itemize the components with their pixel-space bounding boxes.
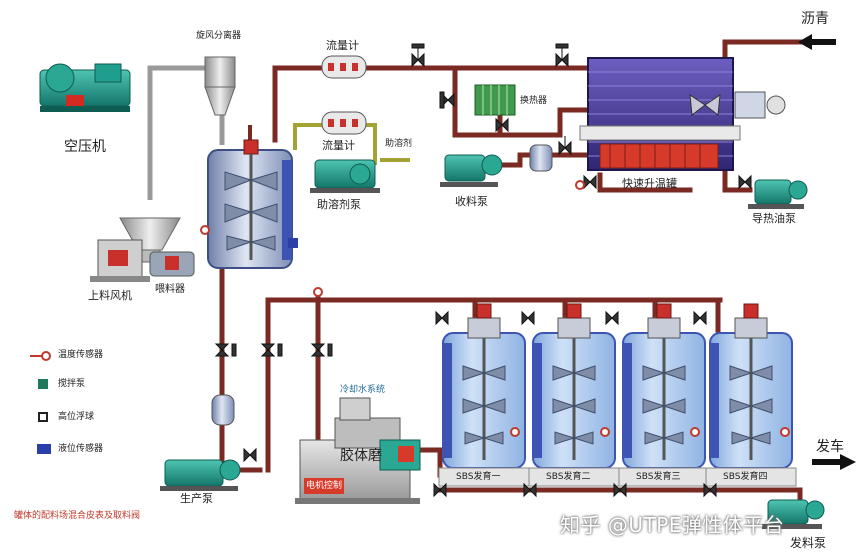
sbs-tank-4-label: SBS发育四	[723, 472, 768, 482]
sbs-tank-3	[618, 303, 710, 487]
receiving-pump-label: 收料泵	[455, 195, 488, 208]
receiving-pump	[440, 154, 503, 187]
flow-meter-top	[321, 55, 367, 79]
fast-heating-tank	[579, 57, 786, 171]
dispatch-arrow	[812, 454, 856, 470]
sbs-tank-2	[528, 303, 620, 487]
sbs-tank-4	[705, 303, 797, 487]
legend-symbols	[30, 351, 51, 454]
asphalt-inlet-arrow	[798, 34, 836, 50]
cyclone-separator	[204, 56, 236, 116]
heat-oil-pump	[748, 179, 808, 209]
flow-meter-top-label: 流量计	[326, 39, 359, 52]
additive-label: 助溶剂	[385, 139, 413, 149]
feeder	[149, 251, 195, 277]
delivery-pump	[762, 499, 825, 529]
filter-column	[211, 394, 235, 426]
feeding-blower-label: 上料风机	[88, 289, 132, 302]
production-pump	[160, 459, 241, 491]
dispatch-label: 发车	[816, 439, 844, 455]
flow-meter-mid-label: 流量计	[322, 139, 355, 152]
mill-top-label: 冷却水系统	[340, 385, 386, 395]
sbs-tank-1	[438, 303, 530, 487]
heat-exchanger-label: 换热器	[520, 96, 548, 106]
mixing-tank	[200, 139, 298, 269]
sbs-tank-3-label: SBS发育三	[636, 472, 681, 482]
air-pipes	[147, 65, 225, 200]
additive-pump-label: 助溶剂泵	[317, 198, 361, 211]
heat-oil-pump-label: 导热油泵	[752, 212, 796, 225]
legend-level-sensor: 液位传感器	[58, 444, 104, 454]
legend-stir-pump: 搅拌泵	[58, 379, 86, 389]
legend-temperature-sensor: 温度传感器	[58, 350, 104, 360]
valves	[214, 43, 752, 498]
temperature-sensors	[313, 180, 790, 437]
delivery-pump-label: 发料泵	[790, 536, 827, 550]
feeder-label: 喂料器	[155, 284, 185, 295]
watermark: 知乎 @UTPE弹性体平台	[560, 513, 785, 537]
legend-high-float: 高位浮球	[58, 412, 95, 422]
filter-vessel	[529, 144, 553, 172]
mill-base-label: 电机控制	[306, 481, 343, 491]
asphalt-label: 沥青	[801, 11, 829, 27]
air-compressor	[39, 63, 131, 112]
feeding-blower	[90, 239, 150, 282]
colloid-mill-label: 胶体磨	[340, 448, 382, 464]
flow-meter-mid	[321, 111, 367, 135]
additive-pump	[310, 159, 380, 193]
air-compressor-label: 空压机	[64, 139, 106, 155]
fast-heating-tank-label: 快速升温罐	[622, 177, 677, 190]
legend-note: 罐体的配料场混合皮表及取料阀	[14, 511, 141, 521]
production-pump-label: 生产泵	[180, 492, 213, 505]
colloid-mill-group	[295, 397, 421, 504]
sbs-tank-2-label: SBS发育二	[546, 472, 591, 482]
sbs-tank-1-label: SBS发育一	[456, 472, 501, 482]
heat-exchanger	[474, 84, 516, 116]
cyclone-separator-label: 旋风分离器	[196, 31, 242, 41]
